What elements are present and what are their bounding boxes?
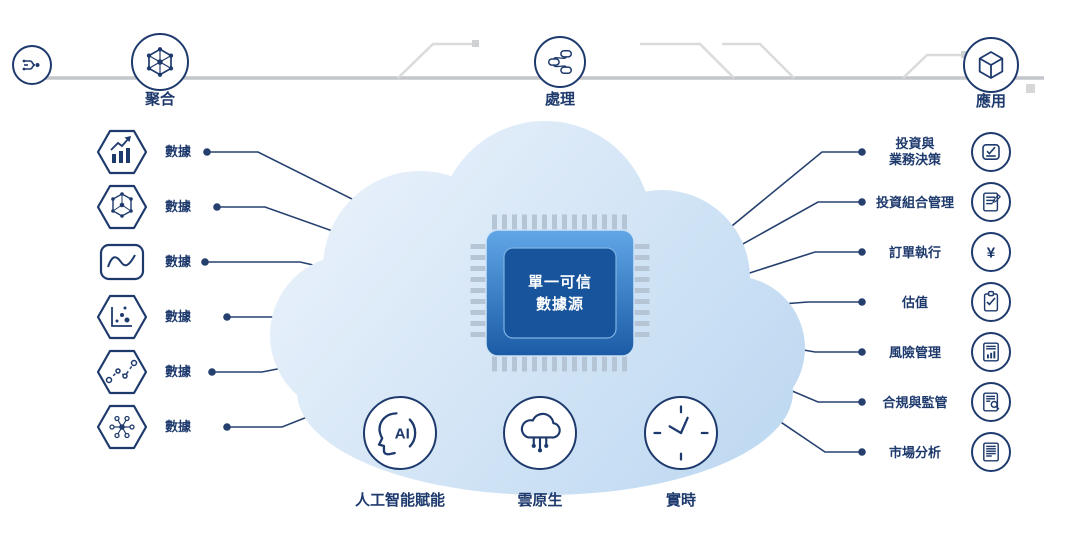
output-label: 投資與 業務決策 <box>888 136 941 168</box>
stage-label-aggregation: 聚合 <box>144 91 175 108</box>
output-label: 訂單執行 <box>888 245 941 260</box>
compliance-audit-icon <box>971 382 1011 422</box>
cpu-chip <box>485 229 635 357</box>
output-label: 風險管理 <box>888 345 941 360</box>
source-label: 數據 <box>164 144 191 159</box>
flow-path-icon <box>96 349 148 395</box>
pipeline-icon <box>534 36 586 88</box>
svg-text:¥: ¥ <box>987 245 996 262</box>
source-label: 數據 <box>164 199 191 214</box>
market-report-icon <box>971 432 1011 472</box>
chip-title: 單一可信 數據源 <box>527 274 592 313</box>
clock-icon <box>644 396 718 470</box>
yen-icon: ¥ <box>971 232 1011 272</box>
bar-chart-icon <box>96 129 148 175</box>
valuation-clipboard-icon <box>971 282 1011 322</box>
output-label: 投資組合管理 <box>875 195 954 210</box>
cube-icon <box>963 37 1019 93</box>
network-icon <box>131 33 189 91</box>
data-flow-icon <box>12 45 52 85</box>
node-network-icon <box>96 184 148 230</box>
svg-text:AI: AI <box>395 425 410 442</box>
cloud-icon <box>503 396 577 470</box>
capability-label-cloud-native: 雲原生 <box>517 492 563 509</box>
source-label: 數據 <box>164 364 191 379</box>
output-label: 估值 <box>901 295 928 310</box>
line-chart-icon <box>99 243 145 281</box>
capability-label-realtime: 實時 <box>665 492 696 509</box>
scatter-plot-icon <box>96 294 148 340</box>
capability-label-ai: 人工智能賦能 <box>354 492 445 509</box>
source-label: 數據 <box>164 254 191 269</box>
source-label: 數據 <box>164 309 191 324</box>
output-label: 合規與監管 <box>882 395 948 410</box>
stage-label-application: 應用 <box>975 93 1006 110</box>
output-label: 市場分析 <box>888 445 941 460</box>
source-label: 數據 <box>164 419 191 434</box>
ai-icon: AI <box>363 396 437 470</box>
risk-report-icon <box>971 332 1011 372</box>
stage-label-processing: 處理 <box>544 91 575 108</box>
decision-chart-icon <box>971 132 1011 172</box>
molecule-icon <box>96 404 148 450</box>
cpu-pins <box>470 214 650 372</box>
portfolio-doc-icon <box>971 182 1011 222</box>
